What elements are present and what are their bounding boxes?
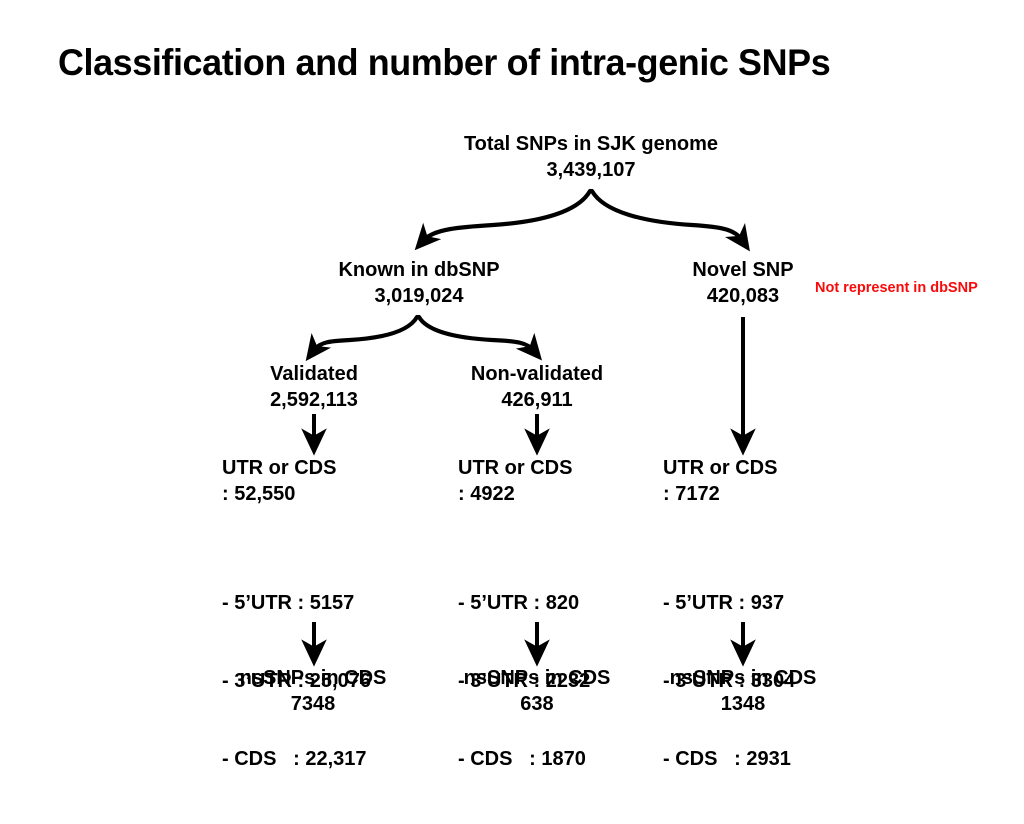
- node-known-in-dbsnp-value: 3,019,024: [374, 285, 464, 307]
- node-utr-or-cds-validated-label: UTR or CDS: [222, 457, 337, 479]
- node-utr-or-cds-novel-value: : 7172: [663, 483, 720, 505]
- snp-classification-diagram: Total SNPs in SJK genome 3,439,107 Known…: [222, 131, 978, 770]
- node-nssnps-in-cds-non-validated-value: 638: [520, 693, 554, 715]
- connector-total-to-novel: [589, 188, 750, 252]
- node-nssnps-in-cds-non-validated: nsSNPs in CDS 638: [464, 665, 611, 717]
- node-utr-or-cds-non-validated-label: UTR or CDS: [458, 457, 573, 479]
- node-non-validated: Non-validated 426,911: [471, 361, 603, 413]
- connector-total-to-known: [414, 188, 593, 251]
- node-total-snps: Total SNPs in SJK genome 3,439,107: [464, 131, 718, 183]
- connector-known-to-validated: [305, 314, 420, 362]
- breakdown-novel-3utr: - 3’UTR : 3304: [663, 670, 796, 692]
- breakdown-validated-5utr: - 5’UTR : 5157: [222, 592, 355, 614]
- node-utr-or-cds-non-validated: UTR or CDS : 4922: [458, 455, 572, 507]
- breakdown-validated: - 5’UTR : 5157 - 3’UTR : 25,076 - CDS : …: [222, 538, 371, 824]
- node-nssnps-in-cds-novel: nsSNPs in CDS 1348: [670, 665, 817, 717]
- page-title: Classification and number of intra-genic…: [58, 42, 831, 83]
- breakdown-non-validated-5utr: - 5’UTR : 820: [458, 592, 580, 614]
- node-utr-or-cds-non-validated-value: : 4922: [458, 483, 515, 505]
- breakdown-non-validated: - 5’UTR : 820 - 3’UTR : 2232 - CDS : 187…: [458, 538, 590, 824]
- annotation-not-represent-in-dbsnp: Not represent in dbSNP: [815, 280, 978, 296]
- connector-known-to-nonvalidated: [416, 314, 543, 361]
- breakdown-novel: - 5’UTR : 937 - 3’UTR : 3304 - CDS : 293…: [663, 538, 795, 824]
- node-nssnps-in-cds-validated: nsSNPs in CDS 7348: [240, 665, 387, 717]
- node-known-in-dbsnp-label: Known in dbSNP: [338, 259, 500, 281]
- slide-canvas: Classification and number of intra-genic…: [58, 42, 978, 770]
- breakdown-non-validated-cds: - CDS : 1870: [458, 748, 586, 770]
- node-total-snps-label: Total SNPs in SJK genome: [463, 133, 719, 155]
- node-non-validated-label: Non-validated: [470, 363, 604, 385]
- node-nssnps-in-cds-non-validated-label: nsSNPs in CDS: [463, 667, 611, 689]
- node-utr-or-cds-validated: UTR or CDS : 52,550: [222, 455, 336, 507]
- node-novel-snp: Novel SNP 420,083: [692, 257, 793, 309]
- breakdown-non-validated-3utr: - 3’UTR : 2232: [458, 670, 591, 692]
- node-non-validated-value: 426,911: [501, 389, 573, 411]
- node-utr-or-cds-novel-label: UTR or CDS: [663, 457, 778, 479]
- node-nssnps-in-cds-validated-value: 7348: [290, 693, 336, 715]
- node-validated-label: Validated: [270, 363, 358, 385]
- node-utr-or-cds-novel: UTR or CDS : 7172: [663, 455, 777, 507]
- node-validated-value: 2,592,113: [270, 389, 358, 411]
- node-known-in-dbsnp: Known in dbSNP 3,019,024: [338, 257, 499, 309]
- node-total-snps-value: 3,439,107: [546, 159, 636, 181]
- node-nssnps-in-cds-novel-value: 1348: [720, 693, 766, 715]
- node-novel-snp-label: Novel SNP: [692, 259, 794, 281]
- node-nssnps-in-cds-validated-label: nsSNPs in CDS: [239, 667, 387, 689]
- breakdown-validated-cds: - CDS : 22,317: [222, 748, 367, 770]
- breakdown-validated-3utr: - 3’UTR : 25,076: [222, 670, 371, 692]
- node-validated: Validated 2,592,113: [270, 361, 358, 413]
- node-novel-snp-value: 420,083: [706, 285, 780, 307]
- breakdown-novel-cds: - CDS : 2931: [663, 748, 791, 770]
- node-utr-or-cds-validated-value: : 52,550: [222, 483, 296, 505]
- breakdown-novel-5utr: - 5’UTR : 937: [663, 592, 785, 614]
- node-nssnps-in-cds-novel-label: nsSNPs in CDS: [669, 667, 817, 689]
